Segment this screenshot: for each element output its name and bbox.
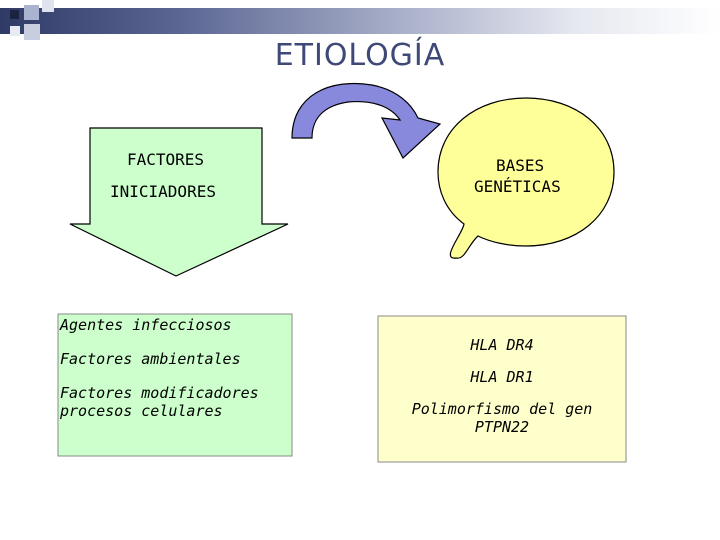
list-item: procesos celulares bbox=[60, 402, 223, 420]
header-gradient-bar bbox=[0, 8, 720, 34]
factores-line2: INICIADORES bbox=[110, 182, 216, 201]
decorative-square bbox=[10, 26, 20, 36]
list-item: HLA DR4 bbox=[470, 336, 534, 354]
list-item: Factores modificadores bbox=[60, 384, 259, 402]
decorative-square bbox=[24, 24, 40, 40]
bases-line2: GENÉTICAS bbox=[474, 177, 561, 196]
decorative-square bbox=[24, 5, 39, 20]
list-item: Polimorfismo del gen bbox=[411, 400, 593, 418]
page-title: ETIOLOGÍA bbox=[274, 38, 446, 73]
bases-line1: BASES bbox=[496, 156, 545, 175]
list-item: HLA DR1 bbox=[470, 368, 534, 386]
factores-down-arrow bbox=[69, 127, 289, 277]
list-item: PTPN22 bbox=[474, 418, 530, 436]
factores-line1: FACTORES bbox=[127, 150, 205, 169]
decorative-square bbox=[10, 10, 19, 19]
curved-arrow bbox=[291, 82, 442, 159]
right-list: HLA DR4 HLA DR1 Polimorfismo del gen PTP… bbox=[378, 336, 626, 436]
decorative-square bbox=[42, 0, 54, 12]
list-item: Factores ambientales bbox=[60, 350, 241, 368]
left-list: Agentes infecciosos Factores ambientales… bbox=[60, 316, 290, 436]
right-list-box bbox=[377, 315, 627, 463]
left-list-box bbox=[57, 313, 293, 457]
bases-speech-bubble bbox=[437, 97, 615, 259]
list-item: Agentes infecciosos bbox=[60, 316, 232, 334]
